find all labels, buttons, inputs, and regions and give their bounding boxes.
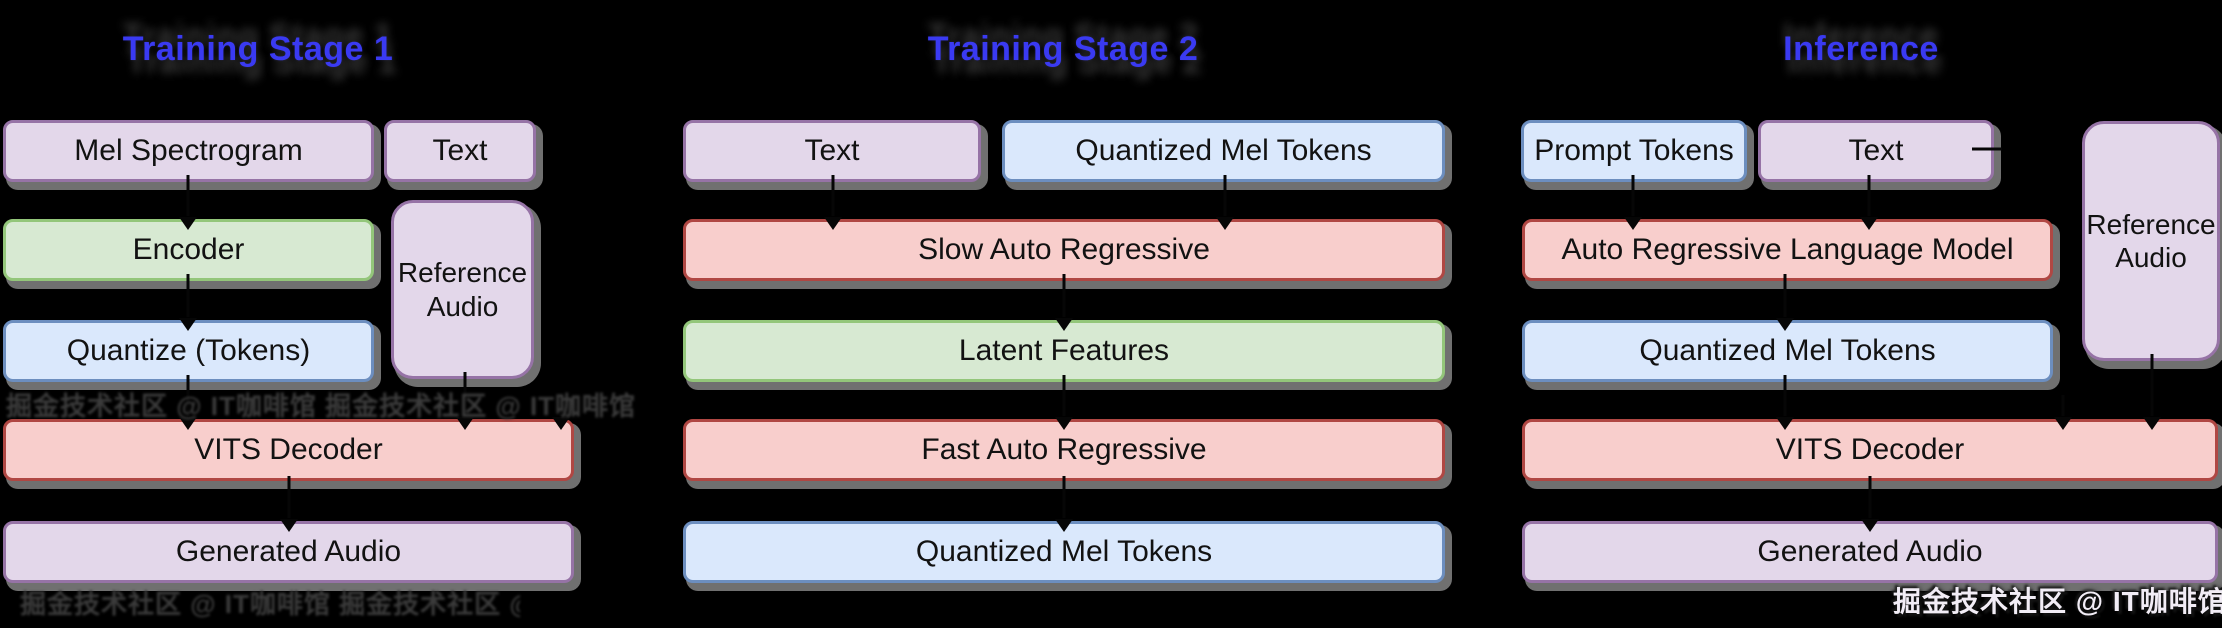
box-encoder: Encoder [3,219,374,281]
box-generated-audio-inference: Generated Audio [1522,521,2218,583]
box-mel-spectrogram: Mel Spectrogram [3,120,374,182]
box-reference-audio-stage1: Reference Audio [391,200,534,379]
box-prompt-tokens: Prompt Tokens [1521,120,1747,182]
box-text-inference: Text [1758,120,1994,182]
box-vits-decoder-inference: VITS Decoder [1522,419,2218,481]
faint-watermark-row: 掘金技术社区 @ IT咖啡馆 掘金技术社区 @ IT咖啡馆 [20,589,520,619]
box-vits-decoder-stage1: VITS Decoder [3,419,574,481]
box-generated-audio-stage1: Generated Audio [3,521,574,583]
section-title-training-stage-1: Training Stage 1 [122,30,394,68]
box-quantize-tokens: Quantize (Tokens) [3,320,374,382]
watermark: 掘金技术社区 @ IT咖啡馆 [1893,586,2222,617]
box-quantized-mel-tokens-stage2-in: Quantized Mel Tokens [1002,120,1445,182]
box-quantized-mel-tokens-inference: Quantized Mel Tokens [1522,320,2053,382]
box-slow-auto-regressive: Slow Auto Regressive [683,219,1445,281]
box-text-stage1: Text [384,120,536,182]
section-title-inference: Inference [1783,30,1939,68]
faint-watermark-row: 掘金技术社区 @ IT咖啡馆 掘金技术社区 @ IT咖啡馆 [6,391,634,421]
box-auto-regressive-language-model: Auto Regressive Language Model [1522,219,2053,281]
box-quantized-mel-tokens-stage2-out: Quantized Mel Tokens [683,521,1445,583]
box-latent-features: Latent Features [683,320,1445,382]
box-reference-audio-inference: Reference Audio [2082,121,2220,361]
box-text-stage2: Text [683,120,981,182]
section-title-training-stage-2: Training Stage 2 [927,30,1199,68]
box-fast-auto-regressive: Fast Auto Regressive [683,419,1445,481]
